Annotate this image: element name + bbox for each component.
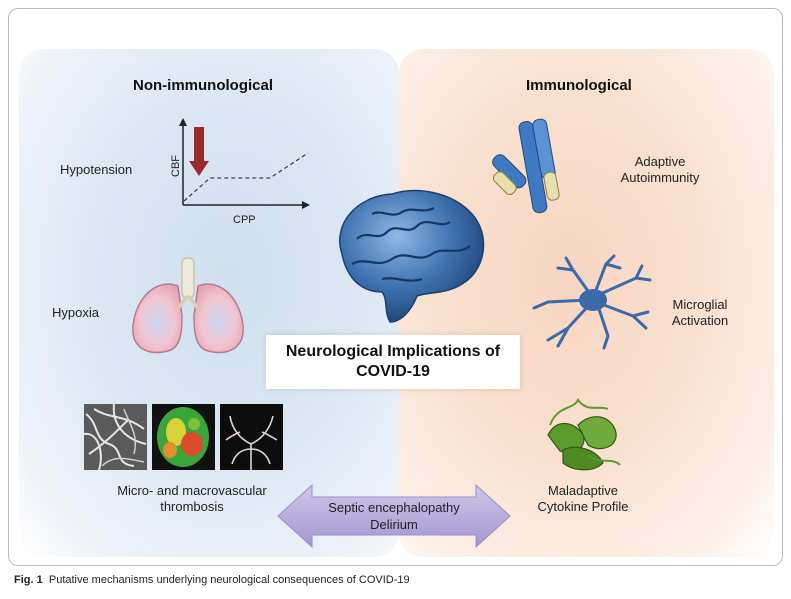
down-arrow-icon: [189, 127, 209, 176]
perfusion-scan-image: [152, 404, 215, 470]
adaptive-autoimmunity-label: Adaptive Autoimmunity: [620, 154, 700, 185]
caption-text: Putative mechanisms underlying neurologi…: [48, 574, 410, 586]
microglia-icon: [532, 254, 652, 350]
antibody-icon: [492, 118, 560, 214]
vessel-scan-image: [84, 404, 147, 470]
figure-number: Fig. 1: [14, 574, 43, 586]
y-axis-label: CBF: [170, 155, 182, 177]
figure-frame: [8, 8, 783, 566]
hypotension-label: Hypotension: [60, 162, 133, 177]
cytokine-profile-label: Maladaptive Cytokine Profile: [537, 483, 629, 514]
hypoxia-label: Hypoxia: [52, 305, 99, 320]
thrombosis-label: Micro- and macrovascular thrombosis: [117, 483, 267, 514]
center-title: Neurological Implications of COVID-19: [285, 343, 501, 380]
septic-arrow: Septic encephalopathy Delirium: [276, 483, 512, 549]
immunological-heading: Immunological: [526, 77, 632, 94]
center-title-box: Neurological Implications of COVID-19: [266, 335, 520, 389]
brain-icon: [339, 189, 485, 323]
cytokine-protein-icon: [547, 398, 621, 471]
x-axis-label: CPP: [233, 214, 256, 226]
non-immunological-heading: Non-immunological: [133, 77, 273, 94]
lungs-icon: [132, 257, 244, 354]
double-arrow-icon: [277, 483, 511, 549]
cbf-cpp-graph: [179, 118, 310, 209]
angiography-scan-image: [220, 404, 283, 470]
figure-caption: Fig. 1 Putative mechanisms underlying ne…: [14, 574, 410, 586]
microglial-activation-label: Microglial Activation: [671, 297, 729, 328]
septic-delirium-label: Septic encephalopathy Delirium: [328, 500, 460, 532]
